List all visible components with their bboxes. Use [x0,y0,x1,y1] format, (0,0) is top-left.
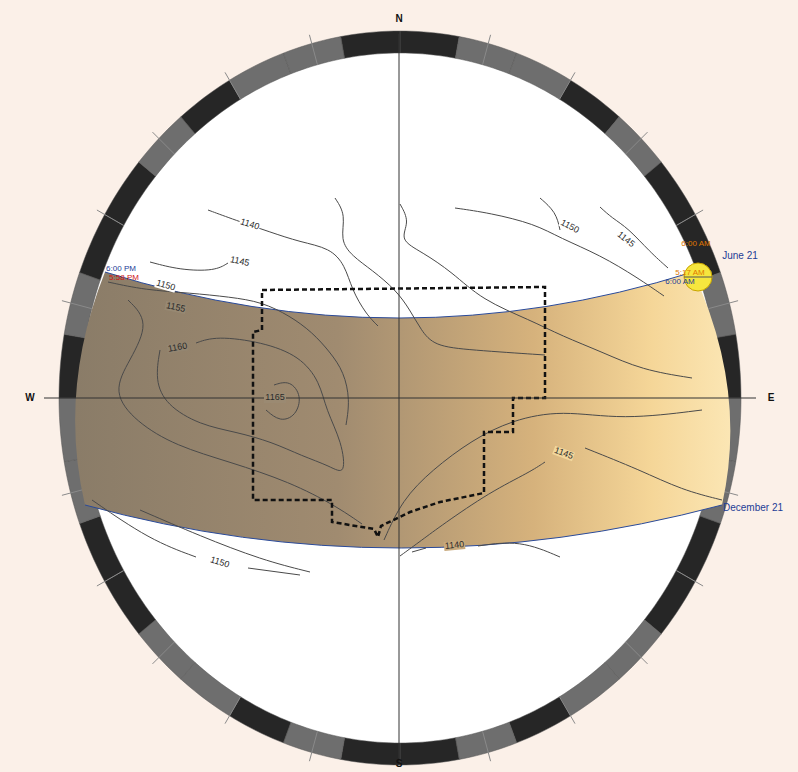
ring-segment [80,516,124,582]
ring-segment [605,620,661,679]
contour-line [478,543,560,557]
ring-tick [225,697,241,724]
east-west-axis [44,398,756,399]
ring-tick [676,210,703,226]
ring-segment [644,571,695,634]
ring-tick [626,132,648,154]
contour-line [585,448,722,500]
sun-path-band [75,272,730,548]
ring-tick [626,642,648,664]
ring-tick [708,301,738,309]
contour-line [400,462,545,556]
ring-tick [676,571,703,587]
ring-segment [400,31,459,58]
ring-segment [341,738,400,765]
ring-tick [309,731,317,761]
contour-line [92,500,196,557]
contour-line [248,568,300,575]
ring-segment [139,117,195,176]
ring-tick [97,571,124,587]
contour-line [412,548,426,552]
ring-segment [605,117,661,176]
compass-label: E [767,393,776,404]
time-label: 6:00 PM [105,265,137,273]
ring-segment [341,31,400,58]
ring-segment [400,738,459,765]
time-label: 6:00 AM [680,240,711,248]
ring-segment [139,620,195,679]
contour-line [384,410,702,540]
ring-segment [283,722,344,759]
ring-tick [309,35,317,65]
december-path-line [85,505,722,548]
ring-segment [181,662,241,716]
ring-segment [455,37,516,74]
ring-tick [97,210,124,226]
compass-label: W [24,393,35,404]
ring-segment [181,80,241,134]
ring-segment [676,516,720,582]
ring-tick [225,72,241,99]
ring-tick [560,697,576,724]
ring-segment [105,571,156,634]
contour-line [600,207,668,268]
ring-segment [644,162,695,225]
ring-tick [153,132,175,154]
contour-label: 1165 [264,393,285,402]
ring-tick [483,35,491,65]
ring-segment [560,80,620,134]
contour-line [119,300,362,524]
ring-tick [483,731,491,761]
compass-label: S [395,759,404,770]
contour-line [455,208,664,296]
time-label: 5:17 AM [674,269,705,277]
contour-line [208,210,378,326]
north-south-axis [399,34,400,758]
ring-tick [560,72,576,99]
time-label: 5:58 PM [108,274,140,282]
june-path-line [105,272,712,318]
ring-segment [230,697,291,743]
time-label: 6:00 AM [664,278,695,286]
ring-segment [560,662,620,716]
date-label: June 21 [721,251,759,262]
contour-line [108,282,348,425]
date-label: December 21 [722,503,784,514]
ring-tick [62,301,92,309]
ring-segment [509,697,570,743]
ring-segment [509,53,570,99]
ring-tick [153,642,175,664]
ring-segment [105,162,156,225]
contour-line [335,198,545,355]
contour-line [150,262,228,270]
ring-segment [455,722,516,759]
ring-segment [230,53,291,99]
ring-segment [283,37,344,74]
contour-lines [92,198,722,575]
contour-line [140,510,310,572]
compass-label: N [394,14,403,25]
contour-line [157,338,343,470]
